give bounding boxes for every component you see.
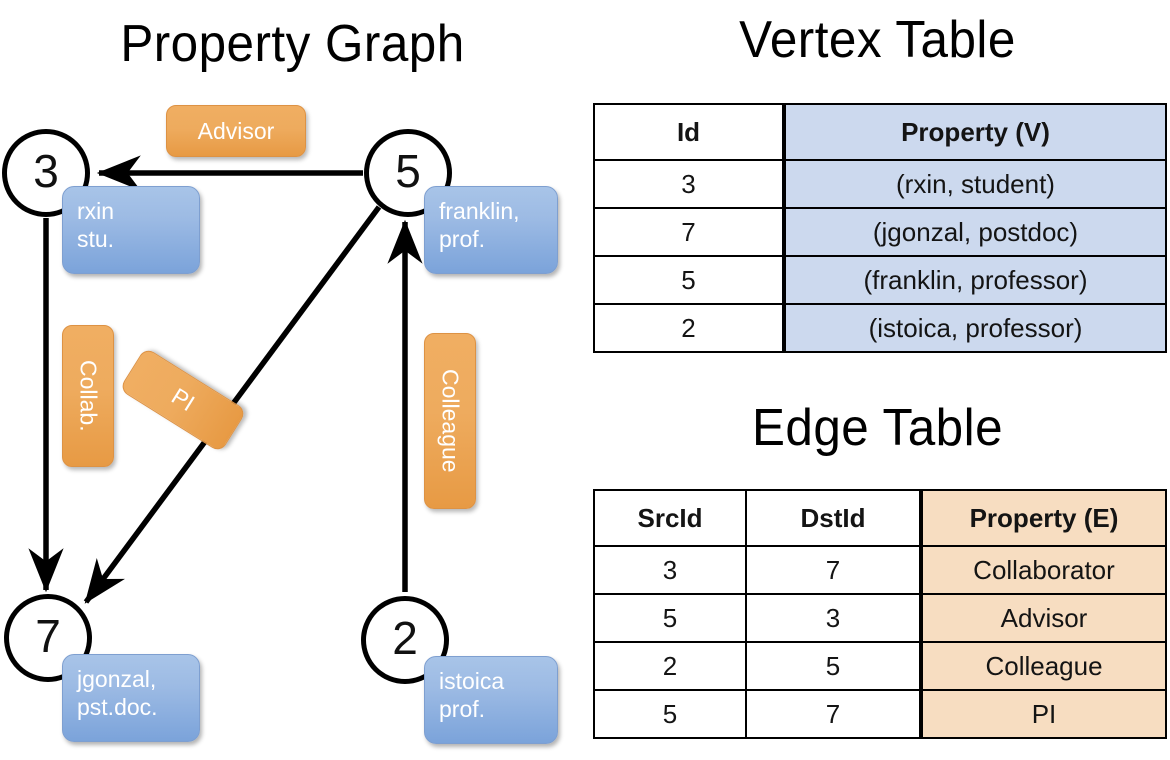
edge-cell-property: Advisor	[919, 593, 1167, 643]
table-row[interactable]: 7 (jgonzal, postdoc)	[593, 207, 1167, 257]
node-property-franklin[interactable]: franklin, prof.	[424, 186, 558, 274]
vertex-table: Id Property (V) 3 (rxin, student) 7 (jgo…	[593, 103, 1167, 353]
edge-table-header-row: SrcId DstId Property (E)	[593, 489, 1167, 547]
edge-cell-dstid: 3	[745, 593, 922, 643]
vertex-cell-id: 2	[593, 303, 785, 353]
edge-cell-srcid: 5	[593, 689, 747, 739]
vertex-cell-property: (franklin, professor)	[782, 255, 1167, 305]
table-row[interactable]: 5 (franklin, professor)	[593, 255, 1167, 305]
table-row[interactable]: 3 7 Collaborator	[593, 545, 1167, 595]
property-graph-diagram: 3 5 7 2 rxin stu. franklin, prof. jgonza…	[0, 90, 585, 760]
table-row[interactable]: 5 7 PI	[593, 689, 1167, 739]
vertex-table-header-id: Id	[593, 103, 785, 161]
vertex-cell-property: (rxin, student)	[782, 159, 1167, 209]
graph-node-2-label: 2	[392, 612, 418, 664]
graph-node-3[interactable]: 3	[2, 129, 90, 217]
edge-table: SrcId DstId Property (E) 3 7 Collaborato…	[593, 489, 1167, 739]
edge-table-header-dstid: DstId	[745, 489, 922, 547]
edge-cell-srcid: 2	[593, 641, 747, 691]
edge-cell-dstid: 5	[745, 641, 922, 691]
page-title-edge-table: Edge Table	[751, 399, 1004, 457]
edge-cell-property: Collaborator	[919, 545, 1167, 595]
edge-cell-property: PI	[919, 689, 1167, 739]
edge-cell-dstid: 7	[745, 689, 922, 739]
edge-cell-property: Colleague	[919, 641, 1167, 691]
node-property-istoica[interactable]: istoica prof.	[424, 656, 558, 744]
node-property-rxin[interactable]: rxin stu.	[62, 186, 200, 274]
table-row[interactable]: 5 3 Advisor	[593, 593, 1167, 643]
vertex-table-header-property: Property (V)	[782, 103, 1167, 161]
edge-cell-dstid: 7	[745, 545, 922, 595]
vertex-cell-property: (jgonzal, postdoc)	[782, 207, 1167, 257]
edge-table-header-property: Property (E)	[919, 489, 1167, 547]
table-row[interactable]: 3 (rxin, student)	[593, 159, 1167, 209]
page-title-vertex-table: Vertex Table	[739, 11, 1016, 69]
table-row[interactable]: 2 (istoica, professor)	[593, 303, 1167, 353]
edge-label-collab[interactable]: Collab.	[62, 325, 114, 467]
edge-label-colleague[interactable]: Colleague	[424, 333, 476, 509]
edge-table-header-srcid: SrcId	[593, 489, 747, 547]
graph-node-5[interactable]: 5	[364, 129, 452, 217]
edge-cell-srcid: 3	[593, 545, 747, 595]
vertex-cell-id: 3	[593, 159, 785, 209]
vertex-cell-id: 5	[593, 255, 785, 305]
graph-node-3-label: 3	[33, 145, 59, 197]
vertex-table-header-row: Id Property (V)	[593, 103, 1167, 161]
page-title-property-graph: Property Graph	[120, 15, 465, 73]
vertex-cell-property: (istoica, professor)	[782, 303, 1167, 353]
graph-node-7-label: 7	[35, 610, 61, 662]
graph-node-5-label: 5	[395, 145, 421, 197]
node-property-jgonzal[interactable]: jgonzal, pst.doc.	[62, 654, 200, 742]
edge-label-advisor[interactable]: Advisor	[166, 105, 306, 157]
table-row[interactable]: 2 5 Colleague	[593, 641, 1167, 691]
edge-cell-srcid: 5	[593, 593, 747, 643]
vertex-cell-id: 7	[593, 207, 785, 257]
